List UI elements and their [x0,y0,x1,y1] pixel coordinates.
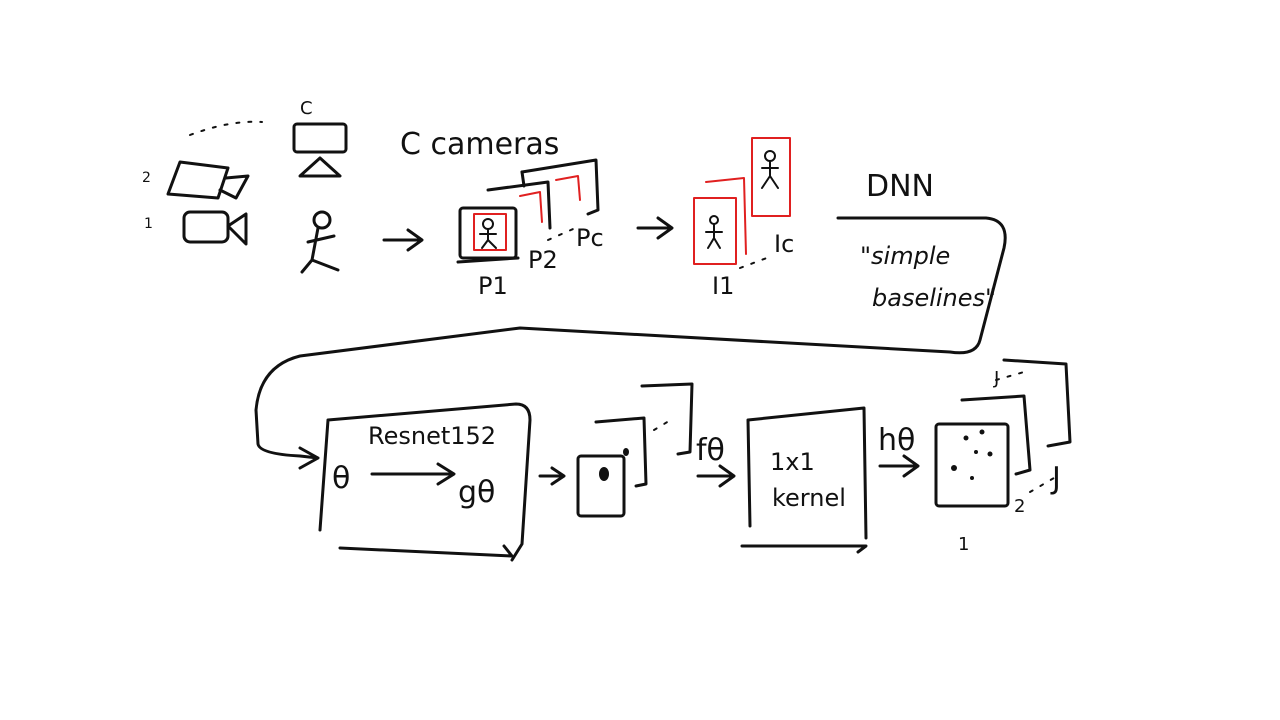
camera-c-icon [292,122,348,178]
heatmap-stack [934,358,1072,508]
heatmap-j-label: J [1050,461,1061,496]
backbone-box [318,402,532,562]
kernel-label-kernel: kernel [772,484,846,512]
camera-1-label: 1 [144,216,153,232]
kernel-label-1x1: 1x1 [770,448,815,476]
person-figure [300,210,340,274]
dnn-label: DNN [866,169,934,204]
simple-baselines-line2: baselines" [872,284,996,312]
projection-c-label: Pc [576,224,604,252]
g-theta-label: gθ [458,475,495,510]
arrow-features-to-kernel [696,464,736,488]
projection-2-label: P2 [528,246,558,274]
heatmap-1-label: 1 [958,534,969,555]
connector-curve [254,216,1007,470]
theta-symbol: θ [332,461,350,496]
resnet-label: Resnet152 [368,422,496,450]
cropped-images [693,137,791,269]
feature-maps [576,382,694,518]
camera-c-label: C [300,98,313,119]
arrow-person-to-projections [382,228,424,252]
kernel-box [740,406,868,554]
simple-baselines-line1: "simple [860,242,950,270]
f-theta-label: fθ [696,433,725,468]
cameras-label: C cameras [400,127,559,162]
image-c-label: Ic [774,230,794,258]
arrow-theta-to-g [370,462,456,486]
projection-1-label: P1 [478,272,508,300]
camera-2-label: 2 [142,170,151,186]
camera-ring: C 2 1 [142,98,348,246]
arrow-projections-to-images [636,216,674,240]
heatmap-count-top-label: J [993,368,999,389]
image-1-label: I1 [712,272,734,300]
arrow-kernel-to-heatmaps [878,454,920,478]
projection-stack [456,158,600,264]
camera-1-icon [182,210,248,246]
arrow-backbone-to-features [538,466,566,486]
h-theta-label: hθ [878,423,915,458]
heatmap-2-label: 2 [1014,496,1025,517]
camera-2-icon [166,160,250,200]
